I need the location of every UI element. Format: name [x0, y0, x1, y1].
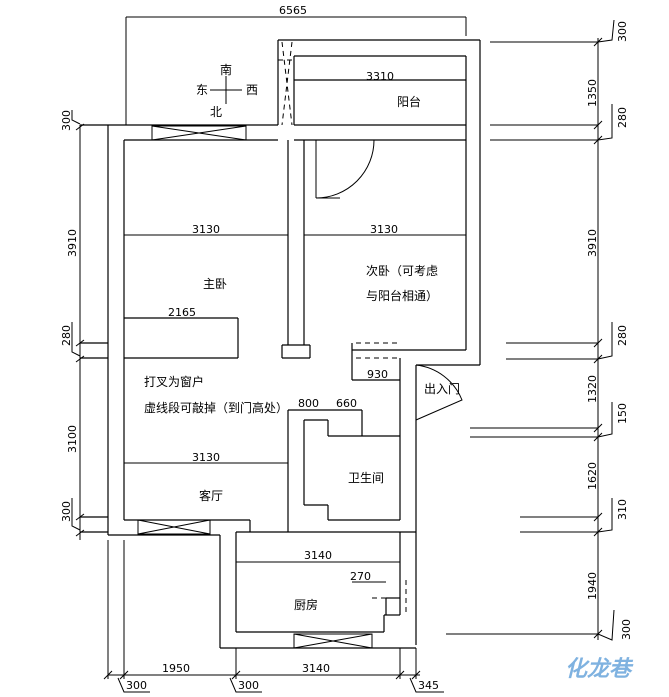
dim-270: 270 [350, 570, 371, 583]
room-second-bedroom-line2: 与阳台相通） [366, 288, 438, 303]
room-labels: 阳台 主卧 次卧（可考虑 与阳台相通） 打叉为窗户 虚线段可敲掉（到门高处） 出… [144, 94, 460, 612]
dim-left-3910: 3910 [66, 229, 79, 257]
dim-right-150: 150 [616, 403, 629, 424]
walls [80, 39, 481, 649]
dim-left-280: 280 [60, 325, 73, 346]
dim-living-width: 3130 [192, 451, 220, 464]
dim-kitchen-width: 3140 [304, 549, 332, 562]
dim-top-total: 6565 [279, 4, 307, 17]
windows [137, 125, 373, 649]
dim-800: 800 [298, 397, 319, 410]
room-bathroom: 卫生间 [348, 471, 384, 485]
dim-right-310: 310 [616, 499, 629, 520]
dim-right-280-b: 280 [616, 325, 629, 346]
internal-dims [124, 79, 466, 583]
room-second-bedroom-line1: 次卧（可考虑 [366, 264, 438, 278]
dim-right-1320: 1320 [586, 375, 599, 403]
compass-south: 南 [220, 62, 232, 77]
dim-right-3910: 3910 [586, 229, 599, 257]
dim-right-1940: 1940 [586, 572, 599, 600]
dim-balcony-width: 3310 [366, 70, 394, 83]
note-window-line2: 虚线段可敲掉（到门高处） [144, 400, 288, 415]
dim-right-1620: 1620 [586, 462, 599, 490]
dim-bottom-300a: 300 [126, 679, 147, 692]
dim-right-300-bottom: 300 [620, 619, 633, 640]
dim-bottom-1950: 1950 [162, 662, 190, 675]
room-balcony: 阳台 [397, 94, 421, 109]
dim-second-width: 3130 [370, 223, 398, 236]
dim-left-300-top: 300 [60, 110, 73, 131]
dimension-lines [71, 16, 615, 693]
dim-bottom-3140: 3140 [302, 662, 330, 675]
note-window-line1: 打叉为窗户 [144, 374, 204, 389]
dim-right-1350: 1350 [586, 79, 599, 107]
dim-bottom-345: 345 [418, 679, 439, 692]
dimension-labels: 6565 3310 3130 3130 2165 930 800 660 313… [60, 4, 633, 692]
room-living: 客厅 [199, 488, 223, 503]
compass: 南 北 东 西 [196, 62, 258, 119]
dim-930: 930 [367, 368, 388, 381]
dim-left-3100: 3100 [66, 425, 79, 453]
watermark-logo: 化龙巷 [565, 657, 634, 682]
dim-right-280-a: 280 [616, 107, 629, 128]
dim-bottom-300b: 300 [238, 679, 259, 692]
room-master-bedroom: 主卧 [203, 277, 227, 291]
compass-east: 东 [196, 83, 208, 97]
compass-west: 西 [246, 83, 258, 97]
dim-left-300-bottom: 300 [60, 501, 73, 522]
room-entrance: 出入门 [424, 381, 460, 396]
room-kitchen: 厨房 [294, 597, 318, 612]
dim-right-300-top: 300 [616, 21, 629, 42]
compass-north: 北 [210, 105, 222, 119]
doors [315, 139, 463, 421]
dim-master-width: 3130 [192, 223, 220, 236]
dim-660: 660 [336, 397, 357, 410]
dim-closet: 2165 [168, 306, 196, 319]
